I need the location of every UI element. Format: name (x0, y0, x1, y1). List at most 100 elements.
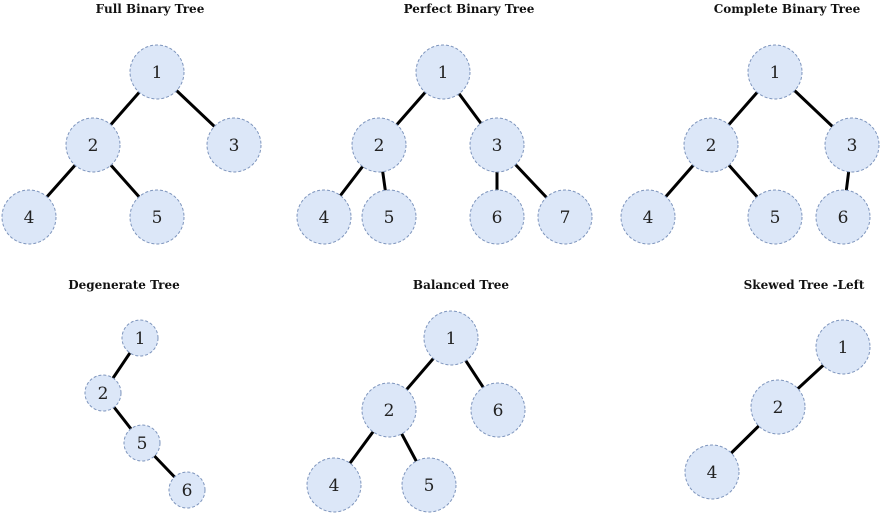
tree-node-5: 5 (401, 457, 457, 513)
tree-node-4: 4 (620, 189, 676, 245)
tree-node-5: 5 (123, 424, 161, 462)
node-label: 6 (182, 481, 193, 501)
node-label: 6 (493, 401, 504, 421)
tree-node-3: 3 (206, 117, 262, 173)
node-label: 1 (438, 63, 449, 83)
node-circle (84, 374, 122, 412)
node-label: 4 (329, 476, 340, 496)
node-circle (121, 319, 159, 357)
panel-title: Degenerate Tree (68, 278, 180, 292)
node-label: 4 (24, 208, 35, 228)
edges (27, 70, 236, 219)
node-label: 4 (707, 463, 718, 483)
tree-node-2: 2 (750, 379, 806, 435)
panel-perfect-binary-tree: Perfect Binary Tree 1 2 3 4 5 6 7 (296, 2, 593, 245)
node-label: 1 (446, 329, 457, 349)
tree-node-4: 4 (306, 457, 362, 513)
tree-node-2: 2 (65, 117, 121, 173)
tree-node-6: 6 (815, 189, 871, 245)
tree-node-1: 1 (815, 319, 871, 375)
node-circle (469, 117, 525, 173)
node-label: 1 (135, 329, 146, 349)
tree-node-2: 2 (84, 374, 122, 412)
node-label: 1 (838, 338, 849, 358)
node-circle (469, 189, 525, 245)
node-circle (750, 379, 806, 435)
panel-title: Balanced Tree (413, 278, 510, 292)
node-circle (361, 189, 417, 245)
node-circle (415, 44, 471, 100)
node-label: 3 (492, 136, 503, 156)
node-circle (747, 189, 803, 245)
tree-node-1: 1 (121, 319, 159, 357)
node-circle (423, 310, 479, 366)
panel-balanced-tree: Balanced Tree 1 2 6 4 5 (306, 278, 526, 513)
node-circle (470, 382, 526, 438)
panel-title: Full Binary Tree (96, 2, 205, 16)
panel-degenerate-tree: Degenerate Tree 1 25 6 (68, 278, 206, 509)
panel-title: Complete Binary Tree (714, 2, 861, 16)
edges (101, 336, 189, 492)
node-label: 2 (88, 136, 99, 156)
tree-node-2: 2 (351, 117, 407, 173)
node-circle (65, 117, 121, 173)
tree-node-1: 1 (747, 44, 803, 100)
node-label: 5 (424, 476, 435, 496)
tree-node-7: 7 (537, 189, 593, 245)
node-label: 5 (384, 208, 395, 228)
node-label: 1 (770, 63, 781, 83)
tree-node-4: 4 (1, 189, 57, 245)
node-label: 1 (152, 63, 163, 83)
node-circle (815, 319, 871, 375)
node-label: 2 (706, 136, 717, 156)
node-circle (683, 117, 739, 173)
tree-node-6: 6 (470, 382, 526, 438)
node-label: 7 (560, 208, 571, 228)
tree-node-4: 4 (296, 189, 352, 245)
panel-complete-binary-tree: Complete Binary Tree 1 2 3 4 5 6 (620, 2, 880, 245)
edges (646, 70, 854, 219)
tree-node-6: 6 (469, 189, 525, 245)
node-circle (168, 471, 206, 509)
node-circle (747, 44, 803, 100)
node-circle (361, 382, 417, 438)
node-circle (206, 117, 262, 173)
node-label: 6 (838, 208, 849, 228)
node-label: 5 (770, 208, 781, 228)
node-circle (129, 189, 185, 245)
node-circle (351, 117, 407, 173)
node-label: 4 (643, 208, 654, 228)
node-label: 3 (229, 136, 240, 156)
node-circle (1, 189, 57, 245)
tree-node-5: 5 (361, 189, 417, 245)
node-circle (815, 189, 871, 245)
panel-full-binary-tree: Full Binary Tree 1 2 3 4 5 (1, 2, 262, 245)
node-label: 6 (492, 208, 503, 228)
tree-node-1: 1 (415, 44, 471, 100)
node-circle (684, 444, 740, 500)
node-circle (824, 117, 880, 173)
tree-node-1: 1 (423, 310, 479, 366)
node-circle (123, 424, 161, 462)
panel-title: Perfect Binary Tree (404, 2, 535, 16)
tree-node-1: 1 (129, 44, 185, 100)
node-circle (620, 189, 676, 245)
panel-title: Skewed Tree -Left (744, 278, 865, 292)
tree-node-5: 5 (747, 189, 803, 245)
node-circle (306, 457, 362, 513)
node-label: 2 (374, 136, 385, 156)
node-label: 3 (847, 136, 858, 156)
tree-node-2: 2 (683, 117, 739, 173)
node-circle (401, 457, 457, 513)
panel-skewed-tree-left: Skewed Tree -Left 1 2 4 (684, 278, 871, 500)
tree-node-6: 6 (168, 471, 206, 509)
node-circle (537, 189, 593, 245)
node-circle (129, 44, 185, 100)
tree-node-4: 4 (684, 444, 740, 500)
node-label: 5 (152, 208, 163, 228)
node-label: 2 (384, 401, 395, 421)
node-label: 4 (319, 208, 330, 228)
tree-node-2: 2 (361, 382, 417, 438)
tree-node-5: 5 (129, 189, 185, 245)
